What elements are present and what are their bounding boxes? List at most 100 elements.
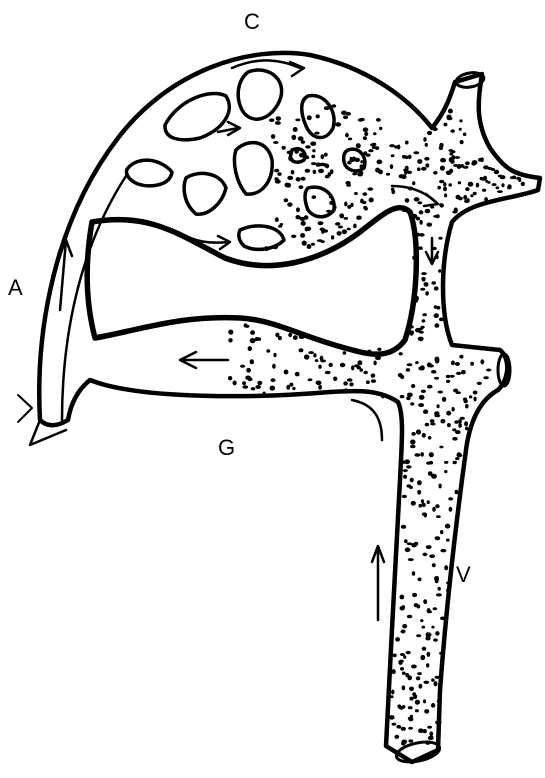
blood-cell [429, 461, 433, 465]
label-v: V [456, 564, 471, 586]
blood-cell [413, 303, 416, 306]
blood-cell [349, 382, 353, 386]
blood-cell [276, 116, 281, 121]
blood-cell [410, 445, 416, 449]
blood-cell [436, 515, 441, 518]
blood-cell [416, 429, 421, 434]
blood-cell [450, 375, 455, 378]
blood-cell [407, 393, 413, 398]
blood-cell [399, 174, 405, 178]
blood-cell [439, 318, 444, 322]
blood-cell [434, 414, 440, 417]
blood-cell [233, 381, 237, 386]
blood-cell [400, 595, 405, 600]
blood-cell [392, 723, 397, 726]
blood-cell [432, 507, 436, 512]
blood-cell [403, 469, 408, 472]
blood-cell [451, 361, 455, 366]
blood-cell [321, 229, 324, 234]
blood-cell [375, 356, 381, 360]
blood-cell [274, 177, 278, 180]
blood-cell [422, 512, 427, 516]
blood-cell [358, 360, 363, 365]
blood-cell [411, 665, 417, 669]
blood-cell [366, 380, 370, 384]
blood-cell [402, 672, 406, 675]
blood-cell [410, 331, 414, 335]
blood-cell [343, 351, 347, 355]
blood-cell [465, 187, 469, 191]
blood-cell [421, 167, 427, 171]
blood-cell [420, 365, 425, 370]
blood-cell [413, 151, 419, 154]
blood-cell [446, 581, 451, 584]
blood-cell [423, 599, 427, 604]
blood-cell [242, 385, 248, 388]
blood-cell [455, 490, 459, 495]
blood-cell [438, 391, 444, 394]
blood-cell [427, 652, 431, 657]
blood-cell [293, 127, 298, 132]
blood-cell [446, 380, 450, 383]
blood-cell [418, 578, 422, 581]
blood-cell [410, 402, 414, 405]
blood-cell [347, 161, 351, 165]
blood-cell [440, 158, 446, 163]
blood-cell [434, 681, 438, 686]
blood-cell [375, 146, 379, 150]
blood-cell [438, 484, 441, 489]
blood-cell [458, 197, 463, 201]
blood-cell [318, 365, 321, 369]
blood-cell [287, 202, 292, 206]
blood-cell [415, 709, 419, 712]
blood-cell [401, 727, 406, 731]
blood-cell [408, 717, 412, 720]
blood-cell [428, 736, 434, 740]
blood-cell [449, 169, 453, 174]
blood-cell [272, 364, 276, 369]
blood-cell [410, 478, 414, 483]
blood-cell [339, 213, 344, 218]
blood-cell [300, 233, 305, 238]
blood-cell [445, 524, 450, 529]
blood-cell [362, 192, 367, 196]
blood-cell [396, 725, 401, 729]
blood-cell [422, 313, 427, 316]
blood-cell [429, 452, 434, 457]
blood-cell [432, 124, 436, 128]
blood-cell [299, 185, 304, 189]
blood-cell [426, 663, 429, 667]
blood-cell [400, 395, 405, 398]
blood-cell [397, 704, 401, 708]
blood-cell [412, 181, 415, 185]
blood-cell [437, 306, 441, 310]
blood-cell [353, 224, 357, 229]
blood-cell [377, 348, 381, 351]
blood-cell [440, 549, 446, 553]
blood-cell [415, 361, 419, 364]
blood-cell [464, 421, 468, 426]
blood-cell [409, 687, 414, 692]
blood-cell [308, 351, 314, 354]
blood-cell [440, 530, 443, 534]
blood-cell [404, 459, 410, 464]
blood-cell [345, 133, 349, 138]
blood-cell [451, 150, 455, 153]
blood-cell [463, 166, 469, 169]
blood-cell [358, 118, 363, 122]
blood-cell [470, 194, 473, 197]
blood-cell [419, 220, 422, 225]
blood-cell [406, 465, 411, 468]
blood-cell [275, 333, 279, 338]
blood-cell [296, 207, 300, 212]
blood-cell [415, 700, 420, 705]
blood-cell [449, 507, 453, 512]
blood-cell [432, 563, 436, 567]
blood-cell [440, 166, 445, 171]
blood-cell [318, 221, 324, 225]
blood-cell [411, 501, 416, 506]
blood-cell [324, 106, 330, 110]
blood-cell [390, 164, 393, 169]
blood-cell [291, 135, 296, 140]
blood-cell [510, 176, 514, 179]
